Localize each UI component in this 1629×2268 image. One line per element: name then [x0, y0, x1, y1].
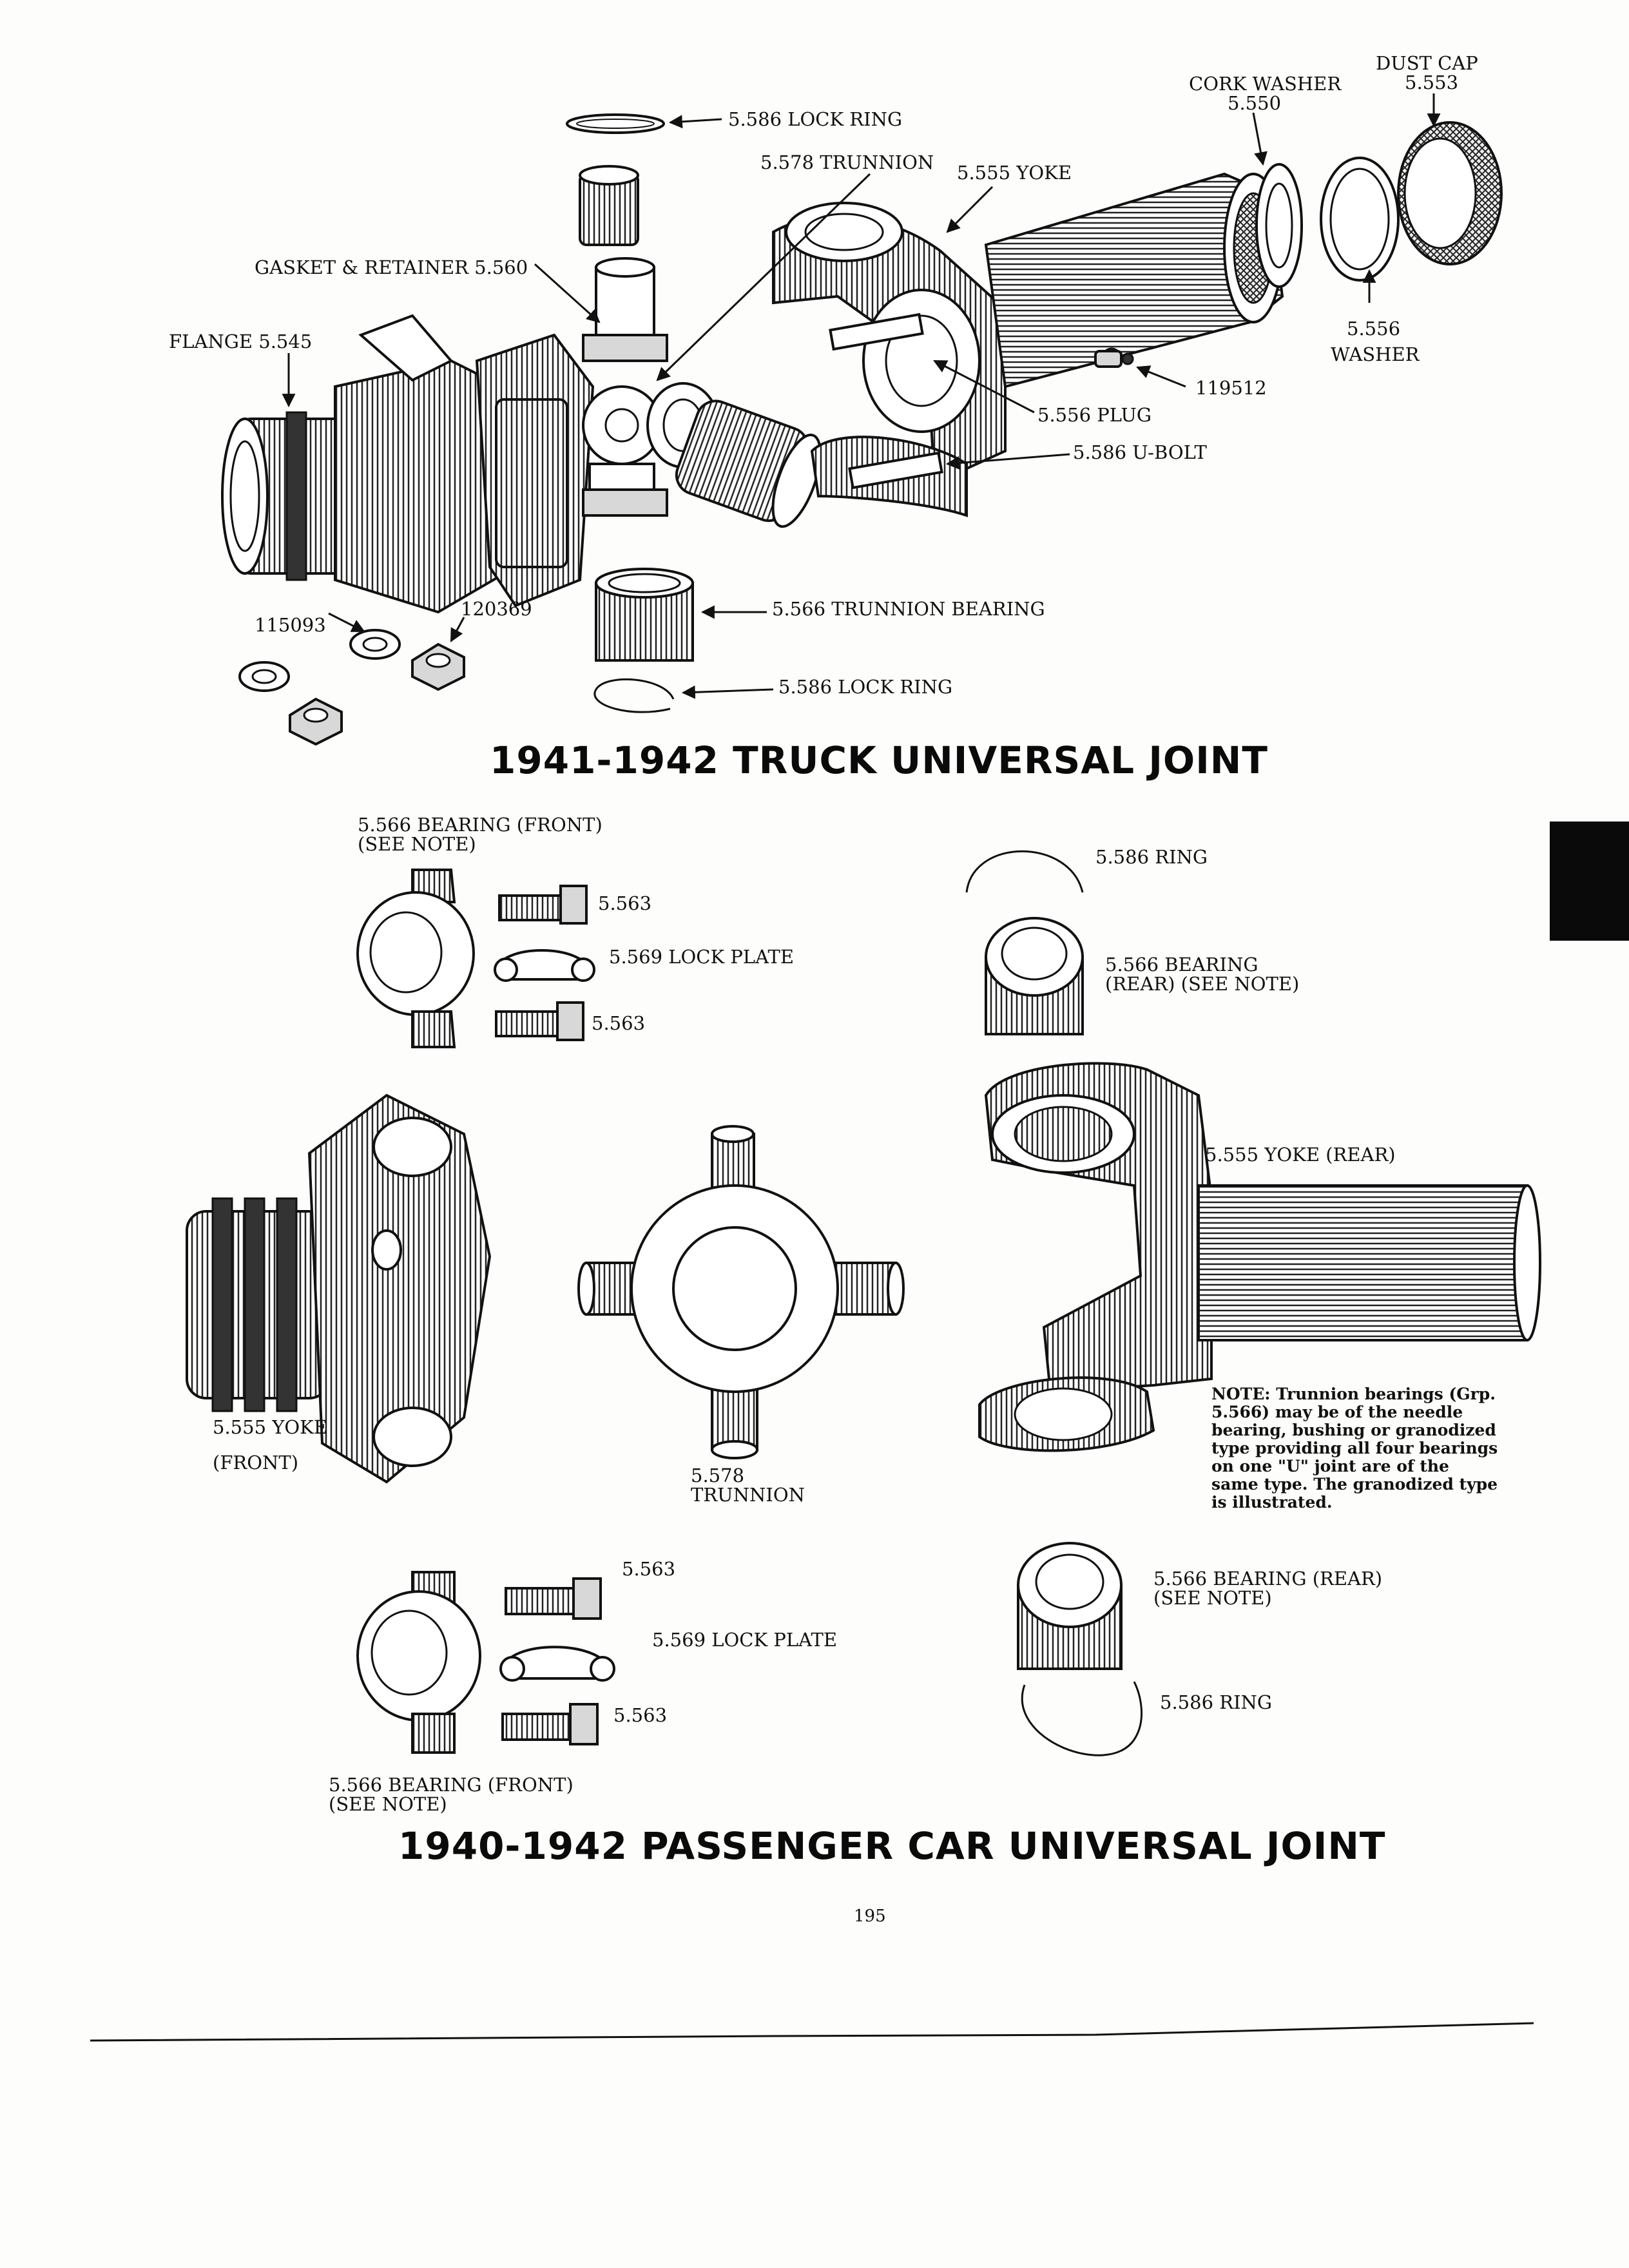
pc-bolt-bottom-2 — [501, 1703, 599, 1745]
note-line: is illustrated. — [1211, 1493, 1333, 1512]
note-line: NOTE: Trunnion bearings (Grp. — [1211, 1385, 1496, 1403]
truck-nut-120369 — [411, 642, 465, 691]
truck-lock-ring-bottom — [593, 678, 675, 713]
label-bearing-front-bottom-2: (SEE NOTE) — [329, 1793, 447, 1815]
truck-cork-washer — [1255, 163, 1303, 288]
label-cork-washer-name: CORK WASHER — [1189, 73, 1342, 95]
label-yoke: 5.555 YOKE — [957, 162, 1072, 184]
note-block: NOTE: Trunnion bearings (Grp. 5.566) may… — [1211, 1385, 1498, 1512]
label-fitting: 119512 — [1195, 377, 1267, 399]
pc-bearing-rear-bottom — [1017, 1542, 1123, 1670]
page-number: 195 — [854, 1907, 886, 1926]
pc-lock-plate-bottom — [499, 1646, 615, 1682]
truck-title: 1941-1942 TRUCK UNIVERSAL JOINT — [490, 738, 1268, 782]
passenger-title: 1940-1942 PASSENGER CAR UNIVERSAL JOINT — [398, 1824, 1385, 1868]
truck-lock-ring-top — [566, 113, 665, 134]
label-lock-ring-top: 5.586 LOCK RING — [728, 108, 902, 130]
page-edge-tab — [1550, 822, 1629, 941]
pc-bearing-rear-top — [985, 917, 1084, 1035]
label-bolt-bottom-1: 5.563 — [622, 1558, 675, 1580]
label-bearing-rear-bottom-1: 5.566 BEARING (REAR) — [1153, 1568, 1382, 1590]
label-bearing-rear-bottom-2: (SEE NOTE) — [1153, 1587, 1272, 1609]
label-bolt-bottom-2: 5.563 — [613, 1704, 667, 1726]
pc-yoke-front — [186, 1093, 492, 1484]
label-dust-cap-num: 5.553 — [1405, 72, 1458, 93]
pc-ring-bottom — [1021, 1681, 1143, 1756]
scan-edge-line — [90, 2022, 1534, 2042]
note-line: bearing, bushing or granodized — [1211, 1421, 1496, 1439]
label-lock-plate-bottom: 5.569 LOCK PLATE — [652, 1629, 837, 1651]
label-trunnion-bearing: 5.566 TRUNNION BEARING — [772, 598, 1045, 620]
pc-bolt-top-2 — [495, 1001, 584, 1041]
label-bearing-front-bottom-1: 5.566 BEARING (FRONT) — [329, 1774, 574, 1796]
label-u-bolt: 5.586 U-BOLT — [1073, 441, 1207, 463]
truck-yoke-shaft — [772, 172, 1284, 517]
label-plug: 5.556 PLUG — [1037, 404, 1152, 426]
note-line: 5.566) may be of the needle — [1211, 1403, 1463, 1421]
truck-trunnion-cross — [579, 165, 822, 528]
label-ring-top: 5.586 RING — [1095, 846, 1208, 868]
truck-nut — [289, 697, 343, 746]
note-line: same type. The granodized type — [1211, 1475, 1498, 1494]
truck-flange — [221, 314, 595, 614]
label-lock-ring-bottom: 5.586 LOCK RING — [778, 676, 952, 698]
label-lock-plate-top: 5.569 LOCK PLATE — [609, 946, 794, 968]
label-bearing-rear-top-2: (REAR) (SEE NOTE) — [1105, 973, 1299, 995]
truck-grease-fitting — [1094, 350, 1134, 368]
truck-lock-washer-115093 — [349, 629, 401, 660]
truck-trunnion-bearing — [595, 568, 694, 662]
label-nut-120369: 120369 — [461, 598, 532, 620]
truck-dust-cap — [1397, 121, 1503, 265]
truck-assembly: 5.586 LOCK RING 5.578 TRUNNION 5.555 YOK… — [169, 52, 1503, 782]
label-bearing-rear-top-1: 5.566 BEARING — [1105, 954, 1258, 975]
label-nut-115093: 115093 — [255, 614, 326, 636]
label-washer-name: WASHER — [1331, 343, 1420, 365]
pc-yoke-rear — [978, 1062, 1541, 1452]
note-line: type providing all four bearings — [1211, 1439, 1498, 1457]
label-bolt-top-1: 5.563 — [598, 892, 651, 914]
pc-bearing-front-bottom — [356, 1571, 481, 1754]
pc-bolt-top-1 — [498, 885, 588, 925]
pc-ring-top — [965, 850, 1084, 893]
label-ring-bottom: 5.586 RING — [1160, 1691, 1272, 1713]
pc-bolt-bottom-1 — [505, 1577, 602, 1620]
pc-lock-plate-top — [494, 949, 595, 982]
label-dust-cap-name: DUST CAP — [1376, 52, 1478, 74]
label-trunnion-1: 5.578 — [691, 1465, 744, 1486]
label-washer-num: 5.556 — [1347, 318, 1400, 340]
passenger-assembly: 5.566 BEARING (FRONT) (SEE NOTE) 5.563 5… — [186, 814, 1541, 1868]
pc-trunnion-cross — [577, 1125, 905, 1459]
label-gasket-retainer: GASKET & RETAINER 5.560 — [255, 256, 528, 278]
label-flange: FLANGE 5.545 — [169, 331, 312, 352]
label-yoke-front-2: (FRONT) — [213, 1452, 298, 1474]
truck-lock-washer — [238, 661, 290, 692]
pc-bearing-front-top — [356, 869, 475, 1048]
label-bearing-front-top-1: 5.566 BEARING (FRONT) — [358, 814, 602, 836]
label-trunnion-2: TRUNNION — [691, 1484, 805, 1506]
label-trunnion: 5.578 TRUNNION — [760, 151, 934, 173]
label-yoke-front-1: 5.555 YOKE — [213, 1416, 327, 1438]
label-yoke-rear: 5.555 YOKE (REAR) — [1205, 1144, 1396, 1166]
label-bearing-front-top-2: (SEE NOTE) — [358, 833, 476, 855]
note-line: on one "U" joint are of the — [1211, 1457, 1449, 1475]
truck-leader-lines — [282, 93, 1441, 699]
truck-washer — [1320, 157, 1400, 282]
label-cork-washer-num: 5.550 — [1228, 92, 1281, 114]
label-bolt-top-2: 5.563 — [592, 1012, 645, 1034]
